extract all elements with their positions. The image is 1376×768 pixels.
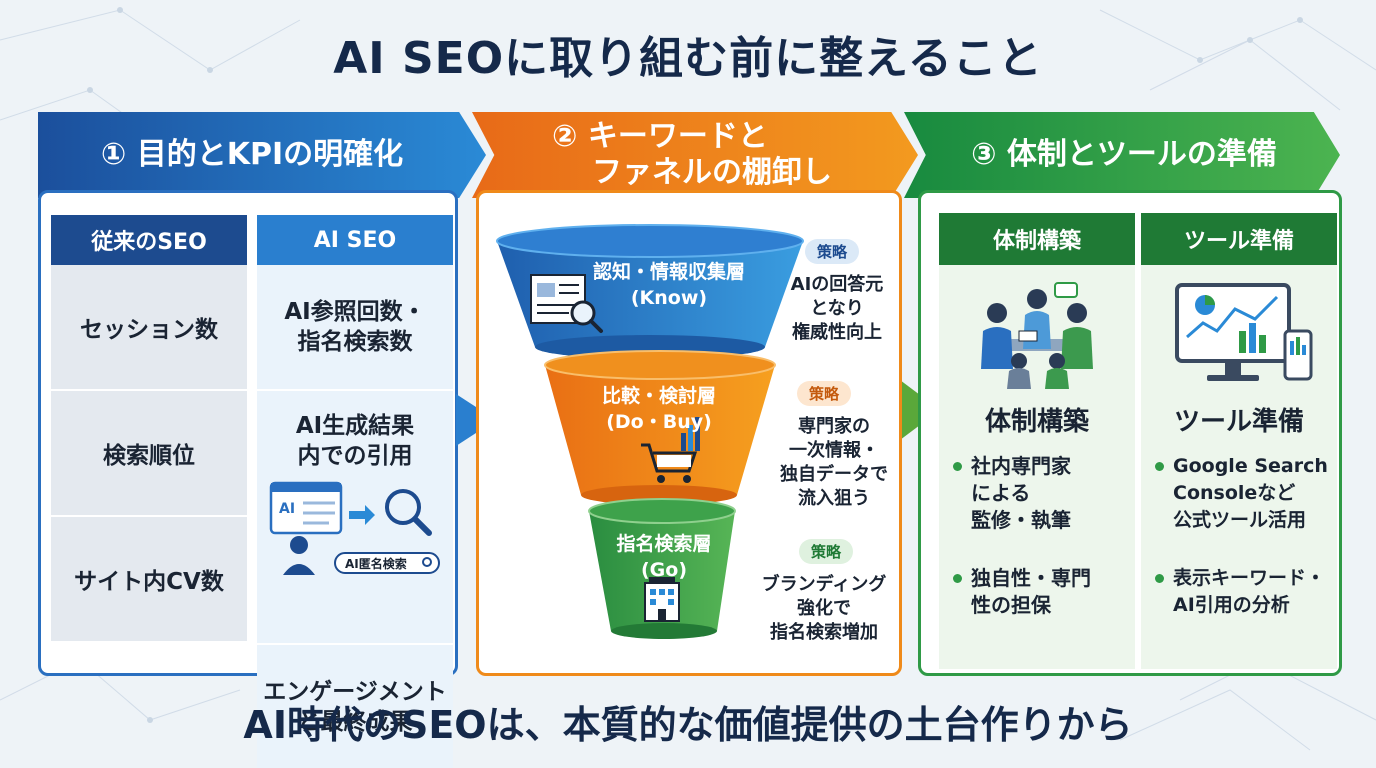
org-column: 体制構築 体制構築 社内専門家 による 監修・執筆 独自性・専門 性の担保: [939, 213, 1135, 669]
shopping-cart-icon: [641, 417, 700, 483]
ai-row-line: AI生成結果: [295, 413, 415, 439]
bullet-line: Google Search: [1173, 455, 1328, 477]
org-bullet: 独自性・専門 性の担保: [953, 565, 1133, 619]
bullet-line: による: [971, 481, 1031, 505]
funnel-layer-label: 認知・情報収集層 (Know): [569, 259, 769, 311]
strategy-text: ブランディング 強化で 指名検索増加: [749, 573, 899, 645]
layer-sub: (Do・Buy): [606, 411, 712, 433]
step2-banner: ② キーワードと ファネルの棚卸し: [472, 112, 918, 198]
strategy-tag: 策略: [805, 239, 860, 264]
step3-banner: ③ 体制とツールの準備: [904, 112, 1340, 198]
legacy-seo-header: 従来のSEO: [51, 215, 247, 265]
ai-row-line: エンゲージメント: [263, 679, 447, 705]
strategy-line: 指名検索増加: [770, 622, 878, 643]
legacy-seo-column: 従来のSEO セッション数 検索順位 サイト内CV数: [51, 215, 247, 643]
ai-row-line: 指名検索数: [297, 329, 413, 355]
strategy-text: 専門家の 一次情報・ 独自データで 流入狙う: [769, 415, 899, 511]
ai-row-line: AI参照回数・: [284, 299, 426, 325]
bullet-line: 性の担保: [971, 593, 1051, 617]
ai-row: AI生成結果 内での引用 AI AI匿名検索: [257, 391, 453, 645]
strategy-line: 一次情報・: [789, 440, 879, 461]
strategy-tag: 策略: [799, 539, 854, 564]
funnel-diagram: [496, 224, 804, 639]
funnel-layer-brand: [589, 511, 735, 631]
illus-search-label: AI匿名検索: [345, 556, 407, 571]
tools-bullet: Google Search Consoleなど 公式ツール活用: [1155, 453, 1339, 534]
layer-sub: (Go): [640, 559, 687, 581]
step2-banner-line2: ファネルの棚卸し: [592, 155, 832, 190]
kpi-panel: 従来のSEO セッション数 検索順位 サイト内CV数 AI SEO AI参照回数…: [38, 190, 458, 768]
ai-seo-column: AI SEO AI参照回数・ 指名検索数 AI生成結果 内での引用 AI AI: [257, 215, 453, 768]
org-header: 体制構築: [939, 213, 1135, 265]
tools-header: ツール準備: [1141, 213, 1337, 265]
bullet-line: 公式ツール活用: [1173, 509, 1307, 531]
step2-banner-line1: ② キーワードと: [552, 119, 768, 154]
tools-bullet: 表示キーワード・ AI引用の分析: [1155, 565, 1339, 619]
funnel-panel: 認知・情報収集層 (Know) 比較・検討層 (Do・Buy) 指名検索層 (G…: [476, 190, 902, 676]
legacy-row: 検索順位: [51, 391, 247, 517]
funnel-layer-label: 比較・検討層 (Do・Buy): [569, 383, 749, 435]
footer-message: AI時代のSEOは、本質的な価値提供の土台作りから: [243, 703, 1133, 747]
bullet-line: 独自性・専門: [971, 566, 1091, 590]
layer-name: 認知・情報収集層: [592, 261, 745, 283]
strategy-line: ブランディング: [761, 574, 887, 595]
ai-row-line: 内での引用: [297, 443, 413, 469]
strategy-line: 専門家の: [798, 416, 870, 437]
legacy-row: セッション数: [51, 265, 247, 391]
tools-subtitle: ツール準備: [1173, 407, 1304, 437]
funnel-layer-label: 指名検索層 (Go): [589, 531, 739, 583]
page-title: AI SEOに取り組む前に整えること: [333, 33, 1043, 84]
step1-banner-label: ① 目的とKPIの明確化: [100, 137, 404, 172]
layer-sub: (Know): [630, 287, 708, 309]
bullet-line: 表示キーワード・: [1173, 567, 1326, 589]
team-meeting-icon: [981, 282, 1093, 389]
building-icon: [644, 577, 680, 622]
layer-name: 比較・検討層: [601, 385, 716, 407]
layer-name: 指名検索層: [616, 533, 712, 555]
step3-banner-label: ③ 体制とツールの準備: [971, 137, 1277, 172]
funnel-layer-compare: [545, 365, 775, 495]
legacy-row: サイト内CV数: [51, 517, 247, 643]
strategy-line: 強化で: [797, 598, 851, 619]
bullet-line: 監修・執筆: [971, 508, 1071, 532]
strategy-line: AIの回答元: [790, 274, 884, 295]
analytics-monitor-icon: [1175, 283, 1313, 381]
step1-banner: ① 目的とKPIの明確化: [38, 112, 486, 198]
org-subtitle: 体制構築: [984, 407, 1089, 437]
ai-row: エンゲージメント と最終成果: [257, 645, 453, 768]
ai-row-line: と最終成果: [297, 709, 413, 735]
strategy-line: となり: [810, 298, 864, 319]
ai-search-illustration: AI AI匿名検索: [269, 481, 440, 575]
bullet-line: Consoleなど: [1173, 482, 1296, 504]
strategy-line: 独自データで: [780, 464, 888, 485]
newspaper-icon: [530, 274, 603, 333]
strategy-text: AIの回答元 となり 権威性向上: [775, 273, 899, 345]
strategy-line: 流入狙う: [798, 488, 870, 509]
setup-panel: 体制構築 体制構築 社内専門家 による 監修・執筆 独自性・専門 性の担保: [918, 190, 1342, 676]
strategy-tag: 策略: [797, 381, 852, 406]
illus-ai-label: AI: [279, 501, 295, 517]
strategy-line: 権威性向上: [792, 322, 882, 343]
bullet-line: 社内専門家: [971, 454, 1071, 478]
org-bullet: 社内専門家 による 監修・執筆: [953, 453, 1133, 534]
bullet-line: AI引用の分析: [1173, 594, 1290, 616]
tools-column: ツール準備 ツール準備 Google Search Consoleなど 公式ツー…: [1141, 213, 1337, 669]
ai-seo-header: AI SEO: [257, 215, 453, 265]
ai-row: AI参照回数・ 指名検索数: [257, 265, 453, 391]
